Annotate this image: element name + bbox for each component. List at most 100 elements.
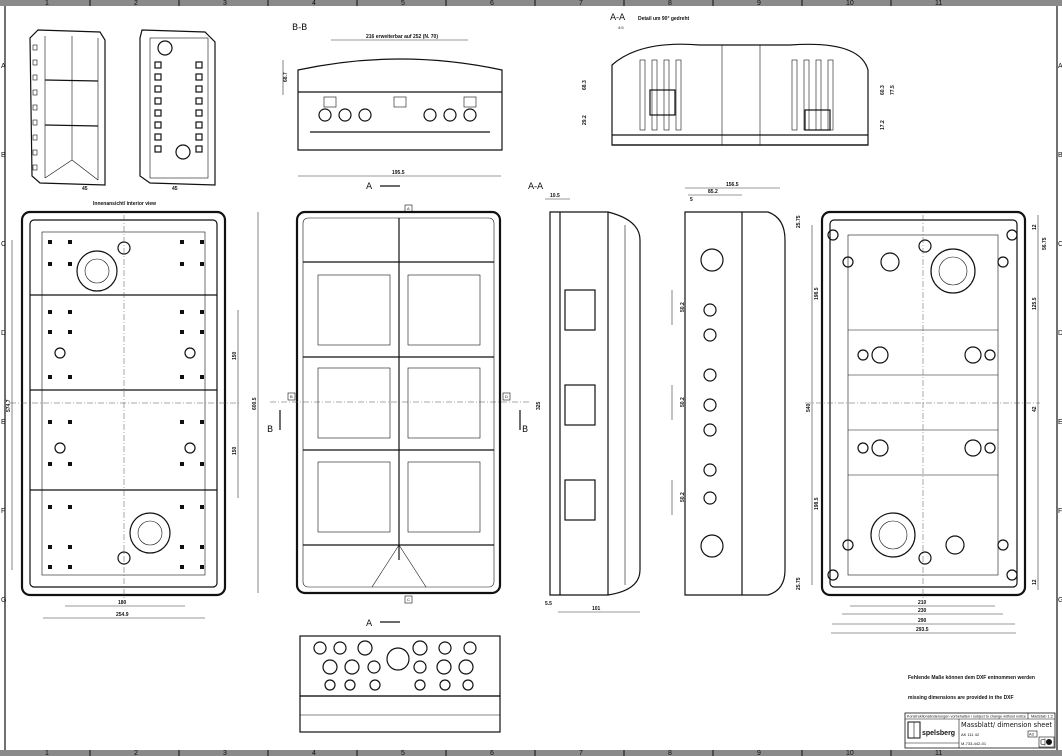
- screw: [423, 108, 437, 122]
- dim-label: 180: [118, 600, 127, 606]
- row-letter: A: [1058, 63, 1062, 70]
- knockout: [324, 679, 336, 691]
- column-number: 9: [757, 750, 761, 756]
- isometric-view-front: 45: [29, 29, 106, 192]
- marker: B: [290, 394, 293, 399]
- dim-label: 10.5: [550, 193, 560, 199]
- dim-label: 29.2: [582, 115, 588, 125]
- dim-label: 50.2: [680, 397, 686, 407]
- company-logo: spelsberg: [922, 730, 955, 737]
- knockout: [436, 659, 452, 675]
- boss-mark: [48, 262, 52, 266]
- row-letter: C: [1, 241, 6, 248]
- boss-mark: [200, 375, 204, 379]
- boss-mark: [200, 545, 204, 549]
- knockout: [369, 679, 381, 691]
- boss-mark: [68, 462, 72, 466]
- column-number: 2: [134, 0, 138, 7]
- boss-mark: [48, 565, 52, 569]
- scale: Maßstab 1:2: [1031, 714, 1054, 719]
- screw: [318, 108, 332, 122]
- dim-label: 12: [1032, 579, 1038, 585]
- knockout: [857, 442, 869, 454]
- knockout-mark: [32, 74, 38, 81]
- knockout: [357, 640, 373, 656]
- knockout: [344, 659, 360, 675]
- article-number: AK 111 42: [961, 732, 980, 737]
- boss-mark: [180, 330, 184, 334]
- boss-mark: [48, 240, 52, 244]
- dim-label: 325: [536, 401, 542, 410]
- column-number: 10: [846, 750, 854, 756]
- dim-label: 68.7: [283, 72, 289, 82]
- fitting: [195, 133, 203, 141]
- detail-scale: 4:5: [618, 25, 624, 30]
- dim-label: 574.7: [6, 399, 12, 412]
- knockout: [703, 463, 717, 477]
- interior-view: Innenansicht/ interior view 180 254.9 57…: [6, 201, 240, 619]
- boss-mark: [200, 505, 204, 509]
- column-number: 11: [935, 0, 942, 7]
- dim-label: 77.5: [890, 85, 896, 95]
- boss-mark: [180, 545, 184, 549]
- fitting: [195, 73, 203, 81]
- knockout: [984, 349, 996, 361]
- dim-label: 150: [232, 351, 238, 360]
- column-number: 5: [401, 750, 405, 756]
- boss-mark: [180, 462, 184, 466]
- boss-mark: [180, 240, 184, 244]
- sheet-format: A3: [1029, 732, 1035, 737]
- dim-label: 198.5: [814, 497, 820, 510]
- boss-mark: [200, 240, 204, 244]
- sheet-title: Massblatt/ dimension sheet: [961, 721, 1052, 729]
- knockout: [367, 660, 381, 674]
- screw: [338, 108, 352, 122]
- fitting: [195, 97, 203, 105]
- boss-mark: [200, 330, 204, 334]
- fitting: [463, 96, 477, 108]
- knockout: [703, 368, 717, 382]
- boss-mark: [180, 262, 184, 266]
- boss-mark: [180, 375, 184, 379]
- boss-mark: [48, 375, 52, 379]
- knockout-mark: [32, 44, 38, 51]
- dim-label: 5: [690, 197, 693, 203]
- isometric-view-interior: 45: [139, 29, 216, 192]
- boss-mark: [200, 462, 204, 466]
- boss-mark: [68, 505, 72, 509]
- boss-mark: [48, 310, 52, 314]
- terminal: [675, 59, 682, 131]
- row-letter: B: [1, 152, 6, 159]
- knockout-mark: [32, 164, 38, 171]
- knockout: [945, 535, 965, 555]
- dim-label: 230: [918, 608, 927, 614]
- column-number: 9: [757, 0, 761, 7]
- row-letter: D: [1058, 330, 1062, 337]
- knockout-mark: [32, 59, 38, 66]
- fitting: [154, 85, 162, 93]
- knockout: [842, 256, 854, 268]
- knockout: [827, 569, 839, 581]
- section-view-aa: A-A 10.5 50.2 50.2 50.2 325 101 5.5: [528, 182, 686, 613]
- knockout: [413, 660, 427, 674]
- section-view-bb: B-B 216 erweiterbar auf 252 (N. 70) 68.7: [282, 23, 503, 151]
- knockout: [703, 423, 717, 437]
- knockout: [344, 679, 356, 691]
- knockout-mark: [32, 89, 38, 96]
- boss-mark: [200, 310, 204, 314]
- dim-label: 290: [918, 618, 927, 624]
- section-label: A-A: [528, 182, 544, 192]
- boss-mark: [48, 505, 52, 509]
- title-block: Konstruktionsänderungen vorbehalten / su…: [904, 712, 1056, 749]
- boss-mark: [68, 565, 72, 569]
- boss-mark: [200, 420, 204, 424]
- column-number: 1: [45, 750, 49, 756]
- knockout: [703, 328, 717, 342]
- column-number: 8: [668, 0, 672, 7]
- boss-mark: [48, 330, 52, 334]
- dim-label: 254.9: [116, 612, 129, 618]
- column-number: 4: [312, 750, 316, 756]
- dim-label: 195.5: [392, 170, 405, 176]
